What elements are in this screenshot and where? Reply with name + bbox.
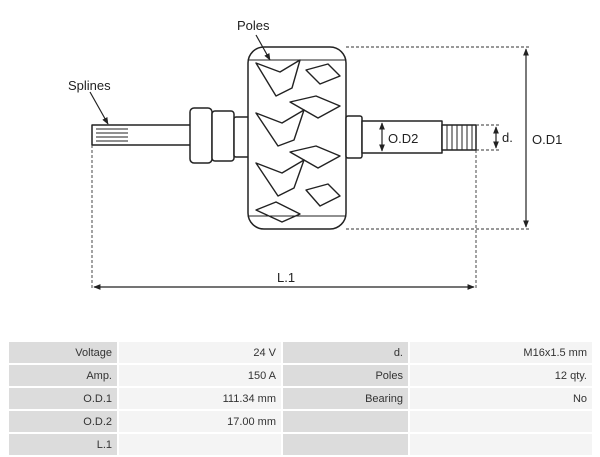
od1-label: O.D1 [532, 132, 562, 147]
spec-value [119, 434, 281, 455]
spec-key: O.D.1 [9, 388, 117, 409]
spec-key: d. [283, 342, 408, 363]
d-label: d. [502, 130, 513, 145]
threaded-end [441, 124, 477, 151]
spec-value: M16x1.5 mm [410, 342, 592, 363]
spec-value: 150 A [119, 365, 281, 386]
poles-leader [255, 34, 271, 61]
spec-key: Voltage [9, 342, 117, 363]
armature-diagram: Poles Splines O.D2 d. O.D1 L.1 [68, 18, 562, 290]
spec-key: L.1 [9, 434, 117, 455]
shaft-right-collar [345, 115, 363, 159]
spec-key: O.D.2 [9, 411, 117, 432]
splines-marks [96, 128, 128, 142]
spec-value: No [410, 388, 592, 409]
spec-value [410, 411, 592, 432]
spec-key: Poles [283, 365, 408, 386]
spec-value: 12 qty. [410, 365, 592, 386]
table-row: O.D.2 17.00 mm [9, 411, 592, 432]
spec-key: Bearing [283, 388, 408, 409]
spec-key: Amp. [9, 365, 117, 386]
od2-label: O.D2 [388, 131, 418, 146]
specifications-table: Voltage 24 V d. M16x1.5 mm Amp. 150 A Po… [7, 340, 594, 457]
spec-value: 24 V [119, 342, 281, 363]
table-row: Voltage 24 V d. M16x1.5 mm [9, 342, 592, 363]
table-row: Amp. 150 A Poles 12 qty. [9, 365, 592, 386]
collar-middle [211, 110, 235, 162]
table-row: L.1 [9, 434, 592, 455]
poles-group [255, 59, 341, 223]
l1-label: L.1 [277, 270, 295, 285]
collar-left [189, 107, 213, 164]
splines-leader [89, 91, 109, 125]
shaft-right-section [361, 120, 443, 154]
splines-label: Splines [68, 78, 111, 93]
spec-value: 111.34 mm [119, 388, 281, 409]
poles-label: Poles [237, 18, 270, 33]
spec-key [283, 411, 408, 432]
shaft-splined-section [91, 124, 193, 146]
table-row: O.D.1 111.34 mm Bearing No [9, 388, 592, 409]
spec-value [410, 434, 592, 455]
spec-key [283, 434, 408, 455]
spec-value: 17.00 mm [119, 411, 281, 432]
thread-marks [446, 125, 473, 150]
